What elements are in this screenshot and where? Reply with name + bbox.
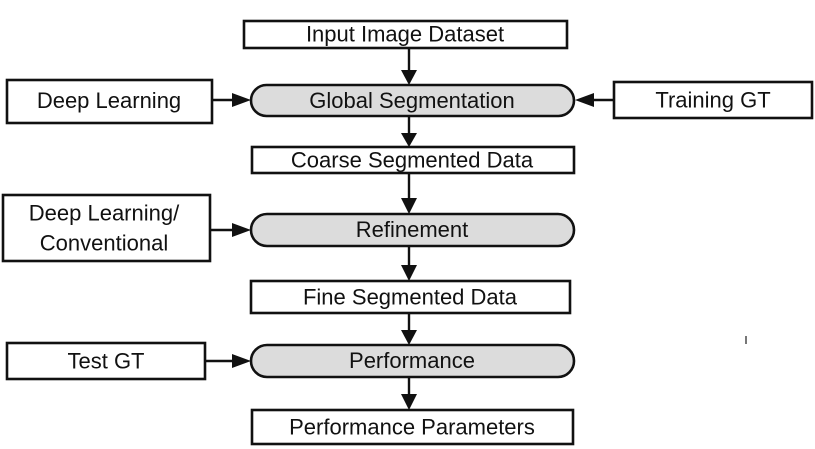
node-label-line-1: Deep Learning/ — [29, 201, 180, 226]
node-label: Training GT — [655, 88, 770, 113]
node-global-segmentation: Global Segmentation — [249, 83, 576, 118]
node-label: Performance Parameters — [289, 415, 535, 440]
arrowhead-global-segmentation-to-coarse — [401, 133, 417, 147]
node-label: Refinement — [356, 217, 469, 242]
node-deep-learning: Deep Learning — [5, 78, 214, 125]
node-label: Input Image Dataset — [306, 22, 504, 47]
arrowhead-input-to-global-segmentation — [401, 70, 417, 85]
edges — [205, 48, 614, 410]
node-label: Test GT — [67, 349, 144, 374]
node-deep-learning-conventional: Deep Learning/ Conventional — [1, 193, 212, 263]
node-refinement: Refinement — [249, 212, 576, 248]
arrowhead-coarse-to-refinement — [401, 198, 417, 214]
node-label: Deep Learning — [37, 88, 181, 113]
arrowhead-fine-to-performance — [401, 330, 417, 345]
node-fine-segmented-data: Fine Segmented Data — [249, 279, 572, 315]
arrowhead-performance-to-parameters — [401, 394, 417, 410]
node-label: Fine Segmented Data — [303, 285, 518, 310]
node-training-gt: Training GT — [612, 80, 814, 120]
arrowhead-dl-conventional-to-refinement — [232, 223, 251, 237]
arrowhead-training-gt-to-global-segmentation — [575, 93, 594, 107]
node-performance-parameters: Performance Parameters — [250, 408, 575, 446]
arrowhead-deep-learning-to-global-segmentation — [232, 93, 251, 107]
node-label: Global Segmentation — [309, 88, 514, 113]
node-coarse-segmented-data: Coarse Segmented Data — [250, 145, 576, 175]
node-label-line-2: Conventional — [40, 231, 168, 256]
arrowhead-test-gt-to-performance — [232, 354, 251, 368]
arrowhead-refinement-to-fine — [401, 265, 417, 281]
node-label: Coarse Segmented Data — [291, 148, 534, 173]
node-input-image-dataset: Input Image Dataset — [242, 19, 569, 50]
node-performance: Performance — [249, 343, 576, 379]
node-test-gt: Test GT — [5, 341, 207, 381]
stray-mark — [745, 336, 747, 344]
node-label: Performance — [349, 348, 475, 373]
